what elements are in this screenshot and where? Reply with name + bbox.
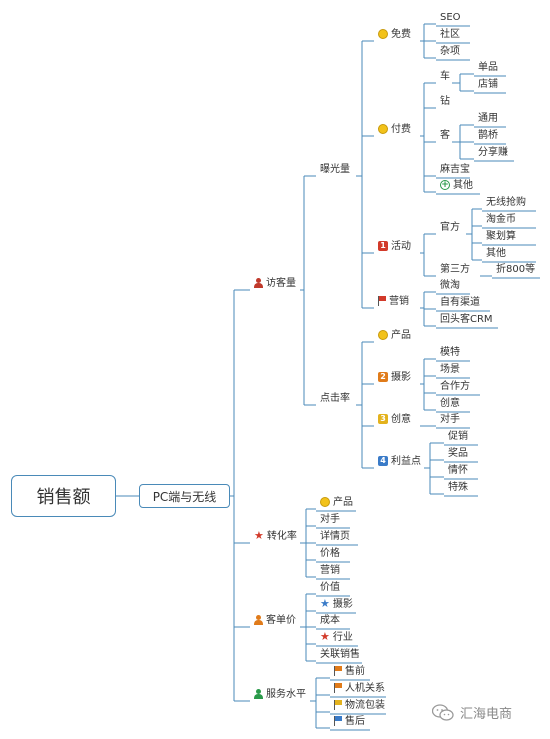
- person-icon: [254, 278, 263, 288]
- smiley-icon: [378, 330, 388, 340]
- node-free: 免费: [378, 29, 411, 41]
- orange-flag-icon: [334, 683, 342, 693]
- plus-circle-icon: +: [440, 180, 450, 190]
- leaf-aov: 价值: [320, 582, 340, 593]
- wechat-icon: [432, 703, 454, 721]
- leaf-service: 人机关系: [334, 683, 385, 695]
- node-zuan: 钻: [440, 96, 450, 107]
- node-service: 服务水平: [254, 689, 306, 701]
- leaf-photo: 场景: [440, 364, 460, 375]
- leaf-idea: 对手: [440, 414, 460, 425]
- leaf-official: 淘金币: [486, 214, 516, 225]
- node-ke: 客: [440, 130, 450, 141]
- node-third: 第三方: [440, 264, 470, 275]
- leaf-photo: 合作方: [440, 381, 470, 392]
- leaf-aov: ★摄影: [320, 597, 353, 610]
- node-aov: 客单价: [254, 615, 296, 627]
- star-icon: ★: [254, 529, 264, 542]
- leaf-conversion: 对手: [320, 514, 340, 525]
- watermark-logo: 汇海电商: [432, 703, 512, 722]
- branch-node: PC端与无线: [139, 484, 230, 508]
- node-conversion: ★转化率: [254, 529, 297, 542]
- smiley-icon: [378, 124, 388, 134]
- leaf-free: 杂项: [440, 46, 460, 57]
- leaf-conversion: 详情页: [320, 531, 350, 542]
- leaf-photo: 模特: [440, 347, 460, 358]
- leaf-ke: 通用: [478, 113, 498, 124]
- leaf-conversion: 营销: [320, 565, 340, 576]
- person-icon: [254, 689, 263, 699]
- leaf-aov: ★行业: [320, 630, 353, 643]
- node-ctr: 点击率: [320, 393, 350, 404]
- number-1-icon: 1: [378, 241, 388, 251]
- node-paid-other: +其他: [440, 180, 473, 191]
- node-exposure: 曝光量: [320, 164, 350, 175]
- leaf-photo: 创意: [440, 398, 460, 409]
- leaf-ke: 分享赚: [478, 147, 508, 158]
- leaf-official: 其他: [486, 248, 506, 259]
- smiley-icon: [378, 29, 388, 39]
- leaf-che: 单品: [478, 62, 498, 73]
- orange-flag-icon: [334, 666, 342, 676]
- leaf-ke: 鹊桥: [478, 130, 498, 141]
- node-marketing: 营销: [378, 296, 409, 308]
- leaf-service: 物流包装: [334, 700, 385, 712]
- leaf-che: 店铺: [478, 79, 498, 90]
- node-paid: 付费: [378, 124, 411, 136]
- number-4-icon: 4: [378, 456, 388, 466]
- leaf-official: 无线抢购: [486, 197, 526, 208]
- leaf-free: SEO: [440, 12, 461, 23]
- leaf-marketing: 自有渠道: [440, 297, 480, 308]
- leaf-official: 聚划算: [486, 231, 516, 242]
- leaf-benefit: 特殊: [448, 482, 468, 493]
- leaf-benefit: 情怀: [448, 465, 468, 476]
- blue-flag-icon: [334, 716, 342, 726]
- number-2-icon: 2: [378, 372, 388, 382]
- leaf-conversion: 产品: [320, 497, 353, 509]
- node-visitors: 访客量: [254, 278, 296, 290]
- node-majibao: 麻吉宝: [440, 164, 470, 175]
- leaf-service: 售前: [334, 666, 365, 678]
- node-official: 官方: [440, 222, 460, 233]
- root-node: 销售额: [11, 475, 116, 517]
- node-che: 车: [440, 71, 450, 82]
- leaf-marketing: 微淘: [440, 280, 460, 291]
- leaf-free: 社区: [440, 29, 460, 40]
- leaf-benefit: 促销: [448, 431, 468, 442]
- node-product: 产品: [378, 330, 411, 342]
- leaf-conversion: 价格: [320, 548, 340, 559]
- person-icon: [254, 615, 263, 625]
- leaf-aov: 成本: [320, 615, 340, 626]
- leaf-third: 折800等: [496, 264, 536, 275]
- leaf-service: 售后: [334, 716, 365, 728]
- leaf-marketing: 回头客CRM: [440, 314, 493, 325]
- star-icon: ★: [320, 597, 330, 610]
- number-3-icon: 3: [378, 414, 388, 424]
- watermark-text: 汇海电商: [460, 707, 513, 722]
- leaf-aov: 关联销售: [320, 649, 360, 660]
- star-icon: ★: [320, 630, 330, 643]
- smiley-icon: [320, 497, 330, 507]
- yellow-flag-icon: [334, 700, 342, 710]
- red-flag-icon: [378, 296, 386, 306]
- leaf-benefit: 奖品: [448, 448, 468, 459]
